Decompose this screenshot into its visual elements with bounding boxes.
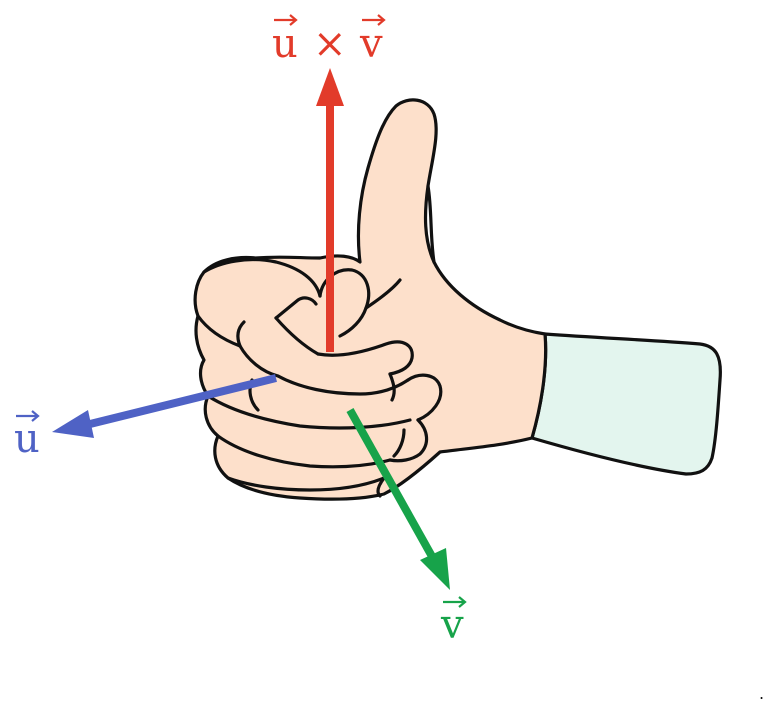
cross-label-u: u [272, 21, 298, 67]
u-vector [52, 374, 277, 438]
vector-accent-icon [443, 596, 467, 608]
hand-icon [193, 98, 548, 501]
v-vector [346, 408, 450, 590]
vector-accent-icon [16, 410, 40, 422]
cross-label-v: v [359, 21, 383, 67]
v-label: v [440, 596, 467, 648]
u-arrowhead [52, 410, 94, 438]
v-arrow-shaft [346, 408, 438, 562]
cross-product-label: u × v [272, 14, 386, 67]
u-arrow-shaft [85, 374, 277, 429]
v-arrowhead [420, 548, 450, 590]
corner-mark: . [759, 684, 764, 703]
vector-accent-icon [274, 14, 386, 26]
cross-product-vector [316, 68, 344, 352]
cross-product-arrowhead [316, 68, 344, 106]
u-label-text: u [14, 416, 40, 462]
cross-label-op: × [313, 21, 347, 67]
u-label: u [14, 410, 40, 462]
v-label-text: v [440, 602, 464, 648]
sleeve-icon [530, 332, 722, 476]
